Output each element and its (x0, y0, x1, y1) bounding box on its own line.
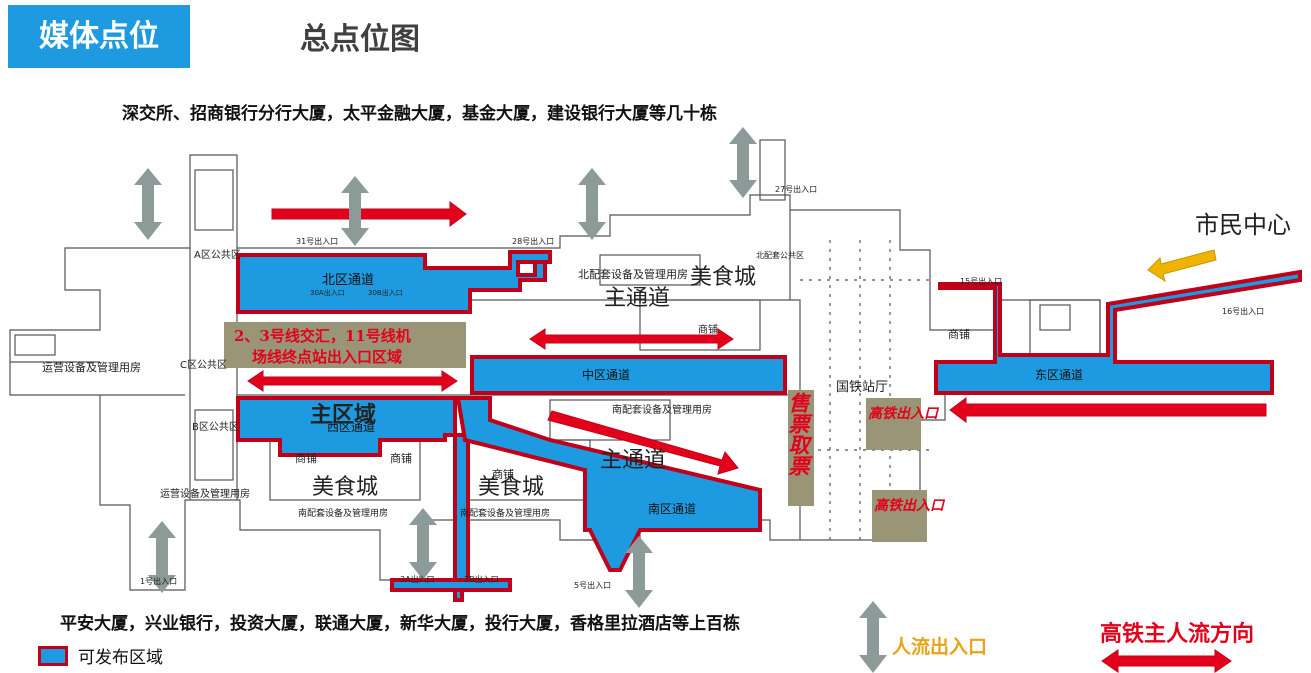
label-shop-1: 商铺 (295, 451, 317, 465)
exit-30a: 30A出入口 (310, 288, 345, 297)
label-north-public: 北配套公共区 (756, 250, 804, 260)
transfer-note-line-2: 场线终点站出入口区域 (252, 348, 402, 366)
north-channel-region (236, 250, 552, 314)
label-b-public: B区公共区 (192, 421, 239, 433)
food-court-label-2: 美食城 (312, 475, 378, 500)
zone-main-passage-label-2: 主通道 (600, 448, 666, 473)
gray-arrow-3 (578, 168, 606, 240)
ticketing-label: 售票取票 (786, 392, 811, 476)
legend: 可发布区域 (38, 643, 163, 668)
label-shop-5: 商铺 (698, 323, 718, 336)
zone-west-label: 西区通道 (327, 420, 375, 434)
label-shop-4: 商铺 (948, 327, 970, 341)
hsr-main-flow-label: 高铁主人流方向 (1100, 621, 1255, 647)
legend-swatch (38, 645, 68, 666)
page-title: 总点位图 (300, 22, 420, 57)
gray-arrow-5 (148, 521, 176, 593)
exit-30b: 30B出入口 (368, 288, 403, 297)
zone-middle-label: 中区通道 (582, 367, 630, 382)
exit-16: 16号出入口 (1222, 306, 1264, 316)
exit-3a: 3A出入口 (400, 574, 435, 584)
hsr-exit-box-2 (872, 490, 927, 542)
legend-label: 可发布区域 (78, 648, 163, 668)
gray-arrow-4 (729, 127, 757, 198)
label-ops-room: 运营设备及管理用房 (42, 360, 141, 374)
exit-27: 27号出入口 (775, 184, 817, 194)
zone-north-label: 北区通道 (322, 273, 374, 288)
label-ops-room-2: 运营设备及管理用房 (160, 487, 250, 500)
zone-main-passage-label-1: 主通道 (604, 286, 670, 311)
publishable-regions (236, 250, 1302, 602)
header-badge: 媒体点位 (8, 5, 190, 68)
zone-main-area-label: 主区域 (310, 402, 376, 428)
hsr-exit-label-2: 高铁出入口 (874, 497, 946, 514)
middle-channel-region (470, 355, 787, 395)
exit-15: 15号出入口 (960, 276, 1002, 286)
west-main-region (236, 396, 470, 602)
food-court-label-1: 美食城 (690, 265, 756, 290)
flow-arrow-west-double (247, 370, 458, 392)
food-court-label-3: 美食城 (478, 475, 544, 500)
transfer-note-line-1: 2、3号线交汇，11号线机 (234, 327, 411, 345)
gray-arrow-2 (341, 176, 369, 246)
label-south-support-3: 南配套设备及管理用房 (460, 507, 550, 519)
label-station-hall: 国铁站厅 (836, 380, 888, 395)
ticketing-box (788, 390, 814, 506)
label-north-support: 北配套设备及管理用房 (578, 267, 688, 281)
exit-28: 28号出入口 (512, 236, 554, 246)
exit-3b: 3B出入口 (464, 574, 499, 584)
exit-5: 5号出入口 (574, 580, 611, 590)
legend-flow-arrow (1101, 649, 1232, 673)
yellow-arrow (1147, 249, 1217, 283)
exit-3b-region (390, 578, 512, 592)
exit-1: 1号出入口 (140, 576, 177, 586)
gray-arrow-6 (409, 508, 437, 580)
flow-arrow-mid-double (529, 328, 734, 350)
hsr-exit-box-1 (866, 398, 921, 450)
label-shop-3: 商铺 (492, 467, 514, 481)
people-exit-label: 人流出入口 (892, 636, 988, 658)
gray-arrow-legend (859, 601, 887, 673)
label-a-public: A区公共区 (194, 249, 241, 261)
civic-center-label: 市民中心 (1195, 211, 1291, 239)
exit-31: 31号出入口 (296, 236, 338, 246)
gray-arrow-7 (625, 536, 653, 608)
label-shop-2: 商铺 (390, 451, 412, 465)
gray-arrows (134, 127, 887, 673)
label-south-support-2: 南配套设备及管理用房 (298, 507, 388, 519)
south-channel-region (455, 396, 762, 572)
transfer-note-box (224, 322, 466, 368)
label-south-support: 南配套设备及管理用房 (612, 403, 712, 416)
south-buildings-caption: 平安大厦，兴业银行，投资大厦，联通大厦，新华大厦，投行大厦，香格里拉酒店等上百栋 (60, 614, 740, 634)
flow-arrow-east (949, 397, 1267, 423)
gray-arrow-1 (134, 168, 162, 240)
east-channel-region (934, 269, 1302, 395)
zone-south-label: 南区通道 (648, 501, 696, 516)
zone-east-label: 东区通道 (1035, 368, 1083, 382)
flow-arrow-diagonal (547, 410, 739, 475)
hsr-exit-label-1: 高铁出入口 (868, 405, 940, 422)
label-c-public: C区公共区 (180, 359, 227, 371)
flow-arrows-red (247, 201, 1267, 673)
north-buildings-caption: 深交所、招商银行分行大厦，太平金融大厦，基金大厦，建设银行大厦等几十栋 (122, 104, 717, 124)
flow-arrow-north (271, 201, 467, 227)
